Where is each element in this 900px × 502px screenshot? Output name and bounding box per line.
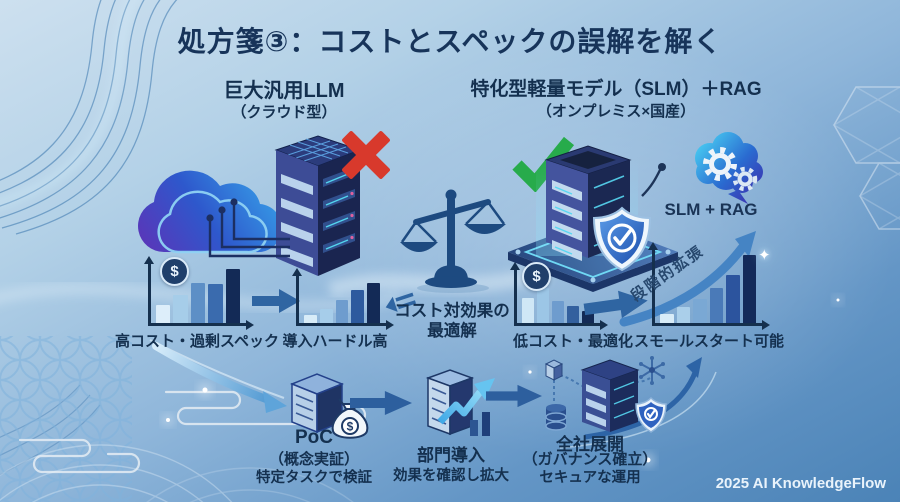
chart-axis bbox=[292, 268, 394, 330]
chart-bar bbox=[173, 294, 188, 323]
cloud-icon bbox=[138, 170, 283, 254]
step-poc-desc: 特定タスクで検証 bbox=[256, 470, 372, 486]
chart-bar bbox=[693, 298, 707, 323]
chart-bar bbox=[304, 314, 317, 323]
cloud-server-links bbox=[208, 202, 290, 258]
chart-bar bbox=[709, 287, 723, 323]
chart-low-cost-label: 低コスト・最適化 bbox=[512, 333, 634, 350]
chart-high-cost-label: 高コスト・過剰スペック bbox=[115, 333, 279, 350]
arrow-right-icon bbox=[486, 384, 542, 408]
chart-small-start-label: スモールスタート可能 bbox=[633, 333, 785, 350]
step-dept-title: 部門導入 bbox=[417, 446, 485, 465]
chart-bar bbox=[726, 275, 740, 323]
slide-title: 処方箋③：コストとスペックの誤解を解く bbox=[177, 26, 723, 57]
dollar-glyph: $ bbox=[170, 263, 179, 280]
chart-bar bbox=[567, 305, 579, 323]
chart-bar bbox=[537, 288, 549, 323]
chart-low-cost bbox=[510, 262, 608, 330]
server-rack-llm-icon bbox=[274, 135, 362, 276]
dollar-glyph: $ bbox=[347, 420, 354, 434]
chart-bar bbox=[582, 311, 594, 323]
step-enterprise-title: 全社展開 bbox=[556, 435, 624, 454]
brain-caption: SLM + RAG bbox=[664, 200, 758, 219]
dept-rollout-icon bbox=[425, 369, 495, 436]
chart-bar bbox=[351, 290, 365, 323]
chart-bar bbox=[190, 283, 206, 323]
chart-hurdle-label: 導入ハードル高 bbox=[282, 333, 388, 350]
chart-high-cost bbox=[144, 256, 254, 330]
right-column-heading: 特化型軽量モデル（SLM）＋RAG bbox=[470, 79, 762, 100]
shield-check-icon bbox=[592, 206, 652, 272]
growth-curve-arrow bbox=[619, 243, 747, 327]
chart-bar bbox=[208, 284, 223, 323]
compare-arrow-icon bbox=[385, 292, 417, 312]
brain-gears-icon bbox=[695, 132, 763, 204]
swoosh-arrow bbox=[152, 342, 270, 403]
dollar-icon: $ bbox=[160, 257, 189, 286]
chart-bar bbox=[552, 300, 564, 323]
cloud-motif-lines bbox=[18, 390, 367, 474]
chart-bar bbox=[319, 308, 333, 323]
sparkle-icon: ✦ bbox=[758, 247, 771, 264]
shippo-pattern bbox=[0, 336, 132, 502]
chart-bar bbox=[742, 255, 756, 323]
hexagon-pattern bbox=[832, 86, 900, 230]
chart-bar bbox=[156, 304, 171, 323]
chart-axis bbox=[648, 242, 770, 330]
left-column-subheading: （クラウド型） bbox=[231, 104, 337, 121]
step-enterprise-desc: セキュアな運用 bbox=[539, 470, 641, 486]
server-brain-link bbox=[641, 169, 662, 197]
chart-bar bbox=[676, 307, 690, 323]
left-column-heading: 巨大汎用LLM bbox=[223, 80, 345, 102]
red-cross-icon bbox=[342, 131, 390, 179]
chart-axis bbox=[510, 262, 608, 330]
money-bag-icon: $ bbox=[331, 398, 369, 439]
arrow-right-icon bbox=[583, 290, 648, 319]
step-enterprise-subtitle: （ガバナンス確立） bbox=[522, 451, 658, 468]
chart-hurdle bbox=[292, 268, 394, 330]
chart-small-start bbox=[648, 242, 770, 330]
chart-axis bbox=[144, 256, 254, 330]
chart-bar bbox=[367, 282, 380, 323]
glow-dots bbox=[163, 296, 842, 466]
chart-bar bbox=[225, 269, 241, 323]
arrow-right-icon bbox=[252, 289, 300, 313]
right-column-subheading: （オンプレミス×国産） bbox=[536, 103, 696, 120]
arrow-right-icon bbox=[350, 391, 412, 415]
enterprise-rollout-icon bbox=[544, 356, 667, 433]
scale-caption-line2: 最適解 bbox=[427, 322, 477, 340]
footer-credit: 2025 AI KnowledgeFlow bbox=[715, 475, 886, 492]
step-dept-desc: 効果を確認し拡大 bbox=[393, 468, 509, 484]
green-check-icon bbox=[512, 136, 575, 192]
step-poc-title: PoC bbox=[295, 427, 333, 448]
dollar-glyph: $ bbox=[532, 268, 541, 285]
chart-bar bbox=[335, 299, 349, 323]
scale-caption-line1: コスト対効果の bbox=[394, 302, 510, 320]
dollar-icon: $ bbox=[522, 262, 551, 291]
chart-bar bbox=[660, 314, 674, 323]
step-poc-subtitle: （概念実証） bbox=[268, 451, 360, 468]
chart-bar bbox=[522, 298, 534, 323]
balance-scale-icon bbox=[400, 189, 506, 293]
arc-pattern bbox=[0, 444, 354, 502]
